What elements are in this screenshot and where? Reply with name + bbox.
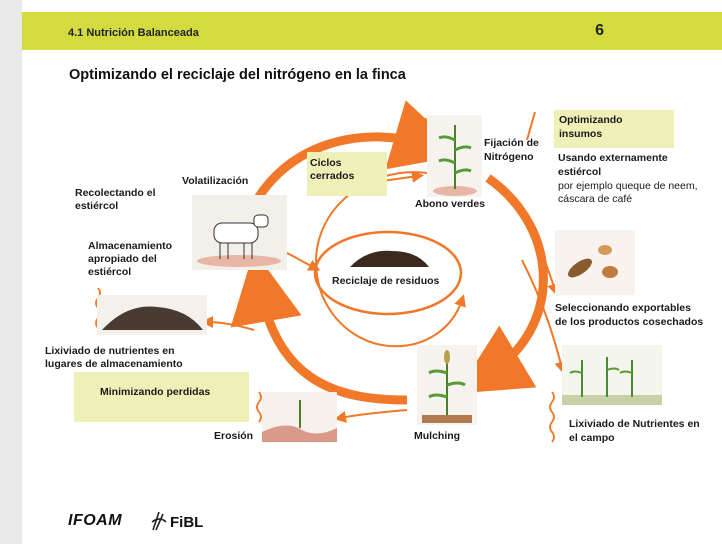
arrow-to-erosion [334, 409, 408, 423]
erosion-illustration [262, 392, 337, 442]
field-illustration [562, 345, 662, 405]
arrow-volat-reciclaje [284, 251, 321, 271]
ejemplo-label-2: cáscara de café [558, 193, 633, 205]
ciclos-label-2: cerrados [310, 170, 355, 182]
manure-storage-illustration [97, 295, 207, 335]
lixiviado-alm-label-2: lugares de almacenamiento [45, 358, 183, 370]
usando-label-1: Usando externamente [558, 152, 668, 164]
page-title: Optimizando el reciclaje del nitrógeno e… [69, 67, 406, 83]
seleccionando-label-2: de los productos cosechados [555, 316, 704, 328]
recolectando-label-1: Recolectando el [75, 187, 156, 199]
usando-label-2: estiércol [558, 166, 602, 178]
arrow-to-lixiviado-campo [521, 259, 567, 374]
ifoam-logo: IFOAM [68, 512, 123, 529]
arrow-optimizando [526, 111, 536, 141]
wavy-fijacion [422, 117, 428, 159]
lixiviado-campo-label-1: Lixiviado de Nutrientes en [569, 418, 700, 430]
wavy-erosion [256, 391, 262, 423]
fibl-leaf-icon [151, 511, 167, 531]
optimizando-label-2: insumos [559, 128, 603, 140]
cycle-arrow-left [230, 250, 408, 405]
cycle-arrow-top [250, 100, 465, 208]
almacenamiento-label-3: estiércol [88, 266, 132, 278]
page-number: 6 [595, 22, 604, 39]
mulching-illustration [417, 345, 477, 425]
optimizando-box [554, 110, 674, 148]
recolectando-label-2: estiércol [75, 200, 119, 212]
fijacion-label-1: Fijación de [484, 137, 539, 149]
ciclos-box [307, 152, 387, 196]
slide: 4.1 Nutrición Balanceada 6 Optimizando e… [22, 0, 722, 544]
lixiviado-alm-label-1: Lixiviado de nutrientes en [45, 345, 175, 357]
reciclaje-label: Reciclaje de residuos [332, 275, 440, 287]
lixiviado-campo-label-2: el campo [569, 432, 615, 444]
fijacion-label-2: Nitrógeno [484, 151, 534, 163]
minimizando-label: Minimizando perdidas [100, 386, 211, 398]
almacenamiento-label-2: apropiado del [88, 253, 157, 265]
header-bar: 4.1 Nutrición Balanceada 6 [22, 12, 722, 50]
fibl-logo: FiBL [170, 514, 204, 531]
seleccionando-label-1: Seleccionando exportables [555, 302, 691, 314]
green-manure-illustration [427, 115, 482, 197]
arrow-to-seleccionando [523, 209, 559, 296]
erosion-label: Erosión [214, 430, 254, 442]
nitrogen-cycle-diagram [95, 100, 567, 443]
arrow-to-lixiviado-alm [201, 316, 255, 331]
cycle-arrow-right [456, 174, 548, 394]
cow-illustration [192, 195, 287, 270]
ciclos-label-1: Ciclos [310, 157, 342, 169]
reciclaje-ellipse [313, 230, 463, 316]
minimizando-box [74, 372, 249, 422]
residue-pile-illustration [350, 250, 429, 267]
mulching-label: Mulching [414, 430, 461, 442]
wavy-lix-campo [549, 391, 555, 443]
harvest-illustration [555, 230, 635, 295]
almacenamiento-label-1: Almacenamiento [88, 240, 173, 252]
section-title: 4.1 Nutrición Balanceada [68, 27, 199, 39]
volatilizacion-label: Volatilización [182, 175, 249, 187]
ejemplo-label-1: por ejemplo queque de neem, [558, 180, 698, 192]
abono-label: Abono verdes [415, 198, 486, 210]
optimizando-label-1: Optimizando [559, 114, 623, 126]
